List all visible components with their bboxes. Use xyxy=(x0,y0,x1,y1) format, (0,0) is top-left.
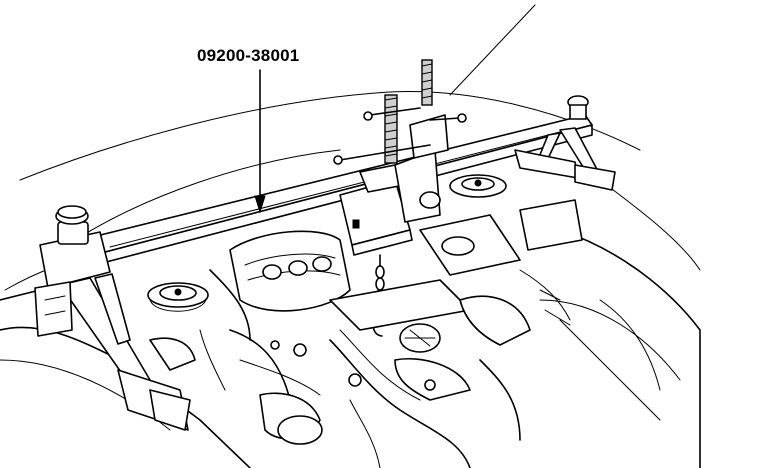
leader-arrow xyxy=(254,69,266,214)
engine-block xyxy=(229,199,583,401)
hood-outline xyxy=(4,4,701,291)
left-strut-tower xyxy=(147,282,209,312)
hoist-assembly xyxy=(333,59,467,337)
hoses-and-wiring xyxy=(149,269,571,468)
part-number-label: 09200-38001 xyxy=(197,46,300,65)
right-strut-tower xyxy=(449,174,507,198)
right-fender xyxy=(539,229,701,468)
left-support-leg xyxy=(34,205,191,431)
right-support-leg xyxy=(514,95,616,191)
